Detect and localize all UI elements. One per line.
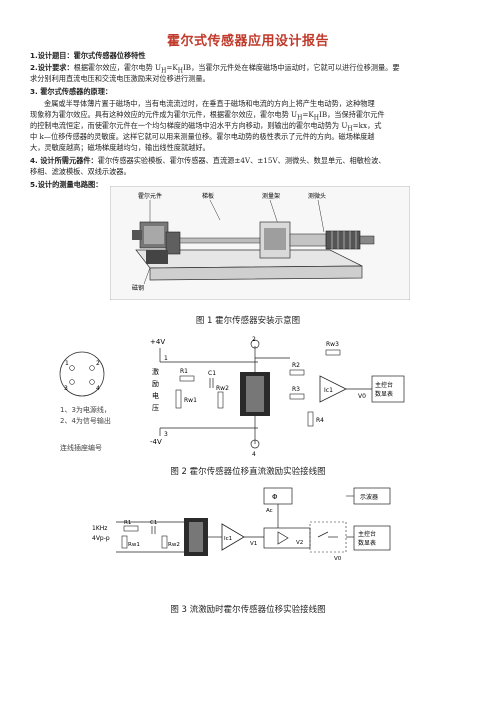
label-rw2: Rw2 <box>216 385 229 392</box>
label-excite-1: 激 <box>152 367 159 376</box>
section-3-label: 3. 霍尔式传感器的原理： <box>30 87 113 96</box>
label-minus-4v: -4V <box>150 438 162 446</box>
section-3-heading: 3. 霍尔式传感器的原理： <box>30 86 468 97</box>
label-micrometer: 测微头 <box>308 192 326 200</box>
label-r2: R2 <box>292 362 300 369</box>
label-magnet: 磁钢 <box>132 284 144 292</box>
scope-label: 示波器 <box>360 493 378 501</box>
node-2-label: 2 <box>252 336 256 343</box>
section-3-line3-b: =kx，式 <box>352 121 382 130</box>
section-3-line3: 的控制电流恒定，而使霍尔元件在一个均匀梯度的磁场中沿水平方向移动，则输出的霍尔电… <box>30 120 468 134</box>
label-c1: C1 <box>208 370 216 377</box>
figure-2-circuit: 1 2 3 4 1、3为电源线， 2、4为信号输出 连线插座编号 +4V -4V… <box>59 336 405 458</box>
label-excite-3: 电 <box>152 391 159 400</box>
subscript: H <box>161 67 167 75</box>
subscript: H <box>297 114 303 122</box>
section-3-line4: 中 k—位移传感器的灵敏度。这样它就可以用来测量位移。霍尔电动势的极性表示了元件… <box>30 132 375 141</box>
label-rw3: Rw3 <box>326 341 339 348</box>
socket-pin-3: 3 <box>64 385 68 392</box>
figure-3-caption: 图 3 流激励时霍尔传感器位移实验接线图 <box>170 605 326 615</box>
section-5-label: 5.设计的测量电路图： <box>30 180 103 189</box>
label-excite-4: 压 <box>152 404 159 412</box>
label-v2: V2 <box>296 540 303 546</box>
subscript: H <box>347 125 353 133</box>
label-ac: Ac <box>266 508 273 514</box>
label-1khz: 1KHz <box>92 525 107 532</box>
figure-3-circuit: 1KHz 4Vp-p R1 Rw1 C1 Rw2 Ic1 V1 Φ Ac V2 <box>92 487 391 562</box>
label-excite-2: 励 <box>152 380 159 388</box>
section-3-line2-c: IB，当保持霍尔元件 <box>318 110 385 119</box>
figure-1-caption: 图 1 霍尔传感器安装示意图 <box>195 316 301 326</box>
section-1-text: 霍尔式传感器位移特性 <box>73 51 146 60</box>
section-3-line1: 金属或半导体薄片置于磁场中，当有电流流过时，在垂直于磁场和电流的方向上将产生电动… <box>44 99 375 108</box>
section-2-label: 2.设计要求： <box>30 63 74 72</box>
subscript: H <box>177 67 183 75</box>
label-v0: V0 <box>358 393 366 400</box>
label-rw1: Rw1 <box>184 397 197 404</box>
section-2-text-b: =K <box>166 63 178 72</box>
section-2-line2: 求分别利用直流电压和交流电压激励来对位移进行测量。 <box>30 74 210 83</box>
section-3-line2-b: =K <box>302 110 314 119</box>
label-r3: R3 <box>292 386 300 393</box>
label-4vpp: 4Vp-p <box>92 535 110 542</box>
section-2-text: 根据霍尔效应，霍尔电势 U <box>73 63 162 72</box>
label-holder: 测量架 <box>262 192 280 200</box>
note-socket-number: 连线插座编号 <box>60 443 102 452</box>
display-label-2: 数显表 <box>375 390 393 398</box>
label-rw1: Rw1 <box>128 542 140 548</box>
section-4-line2: 移相、滤波模板、双线示波器。 <box>30 167 131 176</box>
label-ic1: Ic1 <box>324 387 333 394</box>
page-title: 霍尔式传感器应用设计报告 <box>166 34 329 49</box>
label-v1: V1 <box>250 541 257 547</box>
display-label-1: 主控台 <box>358 530 376 538</box>
section-2-text-c: IB，当霍尔元件处在梯度磁场中运动时，它就可以进行位移测量。要 <box>182 63 400 72</box>
socket-pin-4: 4 <box>96 385 100 392</box>
label-ic1: Ic1 <box>224 536 232 542</box>
section-3-line2-a: 现象称为霍尔效应。具有这种效应的元件成为霍尔元件，根据霍尔效应，霍尔电势 U <box>30 110 298 119</box>
label-hall-element: 霍尔元件 <box>138 192 162 200</box>
node-3-label: 3 <box>164 431 168 438</box>
section-3-line5: 大，灵敏度越高；磁场梯度越均匀，输出线性度就越好。 <box>30 143 210 152</box>
label-plus-4v: +4V <box>150 338 165 346</box>
label-board: 梯板 <box>202 192 214 200</box>
note-signal-lines: 2、4为信号输出 <box>60 416 111 425</box>
section-4: 4. 设计所需元器件：霍尔传感器实验模板、霍尔传感器、直流源±4V、±15V、测… <box>30 155 468 166</box>
figure-2-caption: 图 2 霍尔传感器位移直流激励实验接线图 <box>170 467 326 477</box>
label-c1: C1 <box>150 520 157 526</box>
note-power-lines: 1、3为电源线， <box>60 405 111 414</box>
node-1-label: 1 <box>164 355 168 362</box>
display-box <box>371 375 405 403</box>
figure-1-diagram: 霍尔元件 梯板 测量架 测微头 磁钢 <box>110 186 410 300</box>
subscript: H <box>313 114 319 122</box>
section-1-label: 1.设计题目： <box>30 51 74 60</box>
label-r1: R1 <box>124 520 131 526</box>
socket-pin-2: 2 <box>96 360 100 367</box>
label-r1: R1 <box>180 368 188 375</box>
section-3-line2: 现象称为霍尔效应。具有这种效应的元件成为霍尔元件，根据霍尔效应，霍尔电势 UH=… <box>30 109 468 123</box>
section-1: 1.设计题目：霍尔式传感器位移特性 <box>30 50 468 61</box>
section-2: 2.设计要求：根据霍尔效应，霍尔电势 UH=KHIB，当霍尔元件处在梯度磁场中运… <box>30 62 468 76</box>
display-label-2: 数显表 <box>358 539 376 547</box>
section-5: 5.设计的测量电路图： <box>30 179 468 190</box>
section-3-line3-a: 的控制电流恒定，而使霍尔元件在一个均匀梯度的磁场中沿水平方向移动，则输出的霍尔电… <box>30 121 348 130</box>
label-r4: R4 <box>316 417 324 424</box>
label-phi: Φ <box>272 493 278 501</box>
section-4-label: 4. 设计所需元器件： <box>30 156 98 165</box>
socket-pin-1: 1 <box>65 360 69 367</box>
node-4-label: 4 <box>252 451 256 458</box>
display-label-1: 主控台 <box>375 381 393 389</box>
label-rw2: Rw2 <box>168 542 180 548</box>
label-v0: V0 <box>334 556 342 562</box>
section-4-line1: 霍尔传感器实验模板、霍尔传感器、直流源±4V、±15V、测微头、数显单元、相敏检… <box>97 156 386 165</box>
